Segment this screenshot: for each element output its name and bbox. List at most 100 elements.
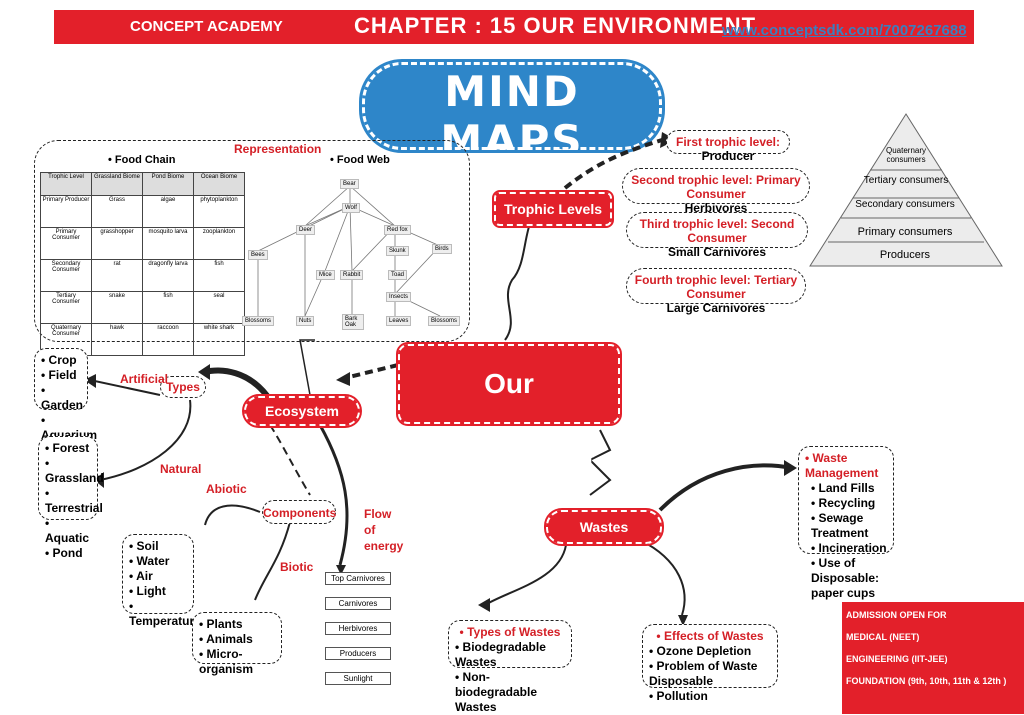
energy-level: Herbivores xyxy=(325,622,391,635)
list-item: Grassland xyxy=(45,456,104,486)
energy-arrow-spacer xyxy=(325,660,389,672)
table-cell: snake xyxy=(91,291,143,324)
trophic-level-3-label: Third trophic level: Second Consumer xyxy=(639,217,795,245)
list-item: Incineration xyxy=(805,541,887,556)
table-header-cell: Pond Biome xyxy=(142,172,194,196)
list-item: Use of Disposable: paper cups xyxy=(805,556,887,601)
food-web-title: • Food Web xyxy=(330,154,390,166)
web-node: Bark Oak xyxy=(342,314,364,330)
web-node: Deer xyxy=(296,225,316,235)
ecological-pyramid xyxy=(809,113,1003,267)
list-item: Field xyxy=(41,368,81,383)
table-cell: Primary Consumer xyxy=(40,227,92,260)
wastes-node: Wastes xyxy=(544,508,664,546)
ecosystem-node: Ecosystem xyxy=(242,394,362,428)
pyramid-level-3: Tertiary consumers xyxy=(863,175,949,186)
trophic-level-1-label: First trophic level: xyxy=(675,135,781,149)
energy-level: Sunlight xyxy=(325,672,391,685)
list-item: Terrestrial xyxy=(45,486,103,516)
energy-level: Carnivores xyxy=(325,597,391,610)
central-topic: Our Environment xyxy=(396,342,622,475)
web-node: Mice xyxy=(316,270,335,280)
types-of-wastes-box: Types of Wastes Biodegradable Wastes Non… xyxy=(448,620,572,714)
table-row: Primary Consumer grasshopper mosquito la… xyxy=(40,227,245,260)
list-item: Micro-organism xyxy=(199,647,275,677)
food-web-title-text: Food Web xyxy=(336,154,390,166)
components-node: Components xyxy=(262,500,336,524)
types-node: Types xyxy=(160,376,206,398)
list-item: Ozone Depletion xyxy=(649,644,771,659)
list-item: Biodegradable Wastes xyxy=(455,640,565,670)
list-item: Light xyxy=(129,584,187,599)
trophic-level-3-value: Small Carnivores xyxy=(667,245,767,259)
admission-line: ADMISSION OPEN FOR xyxy=(846,610,947,620)
energy-level: Producers xyxy=(325,647,391,660)
natural-label: Natural xyxy=(160,462,202,476)
trophic-level-4: Fourth trophic level: Tertiary Consumer … xyxy=(626,268,806,315)
energy-arrow-spacer xyxy=(325,585,389,597)
pyramid-level-2: Secondary consumers xyxy=(855,199,955,210)
table-cell: mosquito larva xyxy=(142,227,194,260)
types-of-wastes-title: Types of Wastes xyxy=(455,625,565,640)
natural-list: Forest Grassland Terrestrial Aquatic Pon… xyxy=(38,436,104,560)
web-node: Rabbit xyxy=(340,270,364,280)
table-cell: fish xyxy=(142,291,194,324)
list-item: Pond xyxy=(45,546,91,561)
trophic-level-2-label: Second trophic level: Primary Consumer xyxy=(631,173,801,201)
web-node: Insects xyxy=(386,292,412,302)
list-item: Animals xyxy=(199,632,275,647)
pyramid-level-0: Producers xyxy=(879,249,931,261)
table-cell: Grass xyxy=(91,195,143,228)
admission-banner: ADMISSION OPEN FOR MEDICAL (NEET) ENGINE… xyxy=(842,602,1024,714)
web-node: Blossoms xyxy=(428,316,461,326)
table-header-row: Trophic Level Grassland Biome Pond Biome… xyxy=(40,172,245,196)
biotic-label: Biotic xyxy=(280,560,314,574)
list-item: Non-biodegradable Wastes xyxy=(455,670,565,715)
table-cell: Primary Producer xyxy=(40,195,92,228)
food-chain-title: • Food Chain xyxy=(108,154,176,166)
chapter-title: CHAPTER : 15 OUR ENVIRONMENT xyxy=(354,13,757,38)
energy-arrow-spacer xyxy=(325,635,389,647)
table-header-cell: Ocean Biome xyxy=(193,172,245,196)
web-node: Birds xyxy=(432,244,452,254)
list-item: Problem of Waste Disposable xyxy=(649,659,771,689)
list-item: Sewage Treatment xyxy=(805,511,887,541)
list-item: Plants xyxy=(199,617,275,632)
admission-line: FOUNDATION (9th, 10th, 11th & 12th ) xyxy=(846,676,1007,686)
web-node: Skunk xyxy=(386,246,409,256)
representation-panel xyxy=(34,140,470,342)
artificial-label: Artificial xyxy=(120,372,169,386)
abiotic-label: Abiotic xyxy=(206,482,247,496)
table-cell: zooplankton xyxy=(193,227,245,260)
web-node: Wolf xyxy=(342,203,360,213)
trophic-level-1: First trophic level: Producer xyxy=(666,130,790,163)
web-node: Toad xyxy=(388,270,408,280)
effects-of-wastes-box: Effects of Wastes Ozone Depletion Proble… xyxy=(642,624,778,703)
food-chain-table: Trophic Level Grassland Biome Pond Biome… xyxy=(40,172,245,356)
table-cell: phytoplankton xyxy=(193,195,245,228)
pyramid-level-1: Primary consumers xyxy=(857,226,953,238)
trophic-level-4-value: Large Carnivores xyxy=(666,301,766,315)
waste-management-box: Waste Management Land Fills Recycling Se… xyxy=(798,446,894,600)
table-header-cell: Trophic Level xyxy=(40,172,92,196)
web-node: Red fox xyxy=(384,225,411,235)
list-item: Forest xyxy=(45,441,91,456)
website-link[interactable]: www.conceptsdk.com/7007267688 xyxy=(722,22,967,39)
energy-flow-chain: Top Carnivores Carnivores Herbivores Pro… xyxy=(325,572,391,685)
table-cell: hawk xyxy=(91,323,143,356)
table-row: Primary Producer Grass algae phytoplankt… xyxy=(40,195,245,228)
web-node: Bees xyxy=(248,250,268,260)
academy-name: CONCEPT ACADEMY xyxy=(130,18,283,35)
list-item: Land Fills xyxy=(805,481,887,496)
energy-level: Top Carnivores xyxy=(325,572,391,585)
table-cell: rat xyxy=(91,259,143,292)
trophic-level-2: Second trophic level: Primary Consumer H… xyxy=(622,168,810,215)
trophic-level-1-value: Producer xyxy=(701,149,755,163)
table-row: Secondary Consumer rat dragonfly larva f… xyxy=(40,259,245,292)
list-item: Crop xyxy=(41,353,81,368)
representation-label: Representation xyxy=(234,142,322,156)
table-row: Tertiary Consumer snake fish seal xyxy=(40,291,245,324)
energy-arrow-spacer xyxy=(325,610,389,622)
header-bar: CONCEPT ACADEMY CHAPTER : 15 OUR ENVIRON… xyxy=(54,10,974,44)
